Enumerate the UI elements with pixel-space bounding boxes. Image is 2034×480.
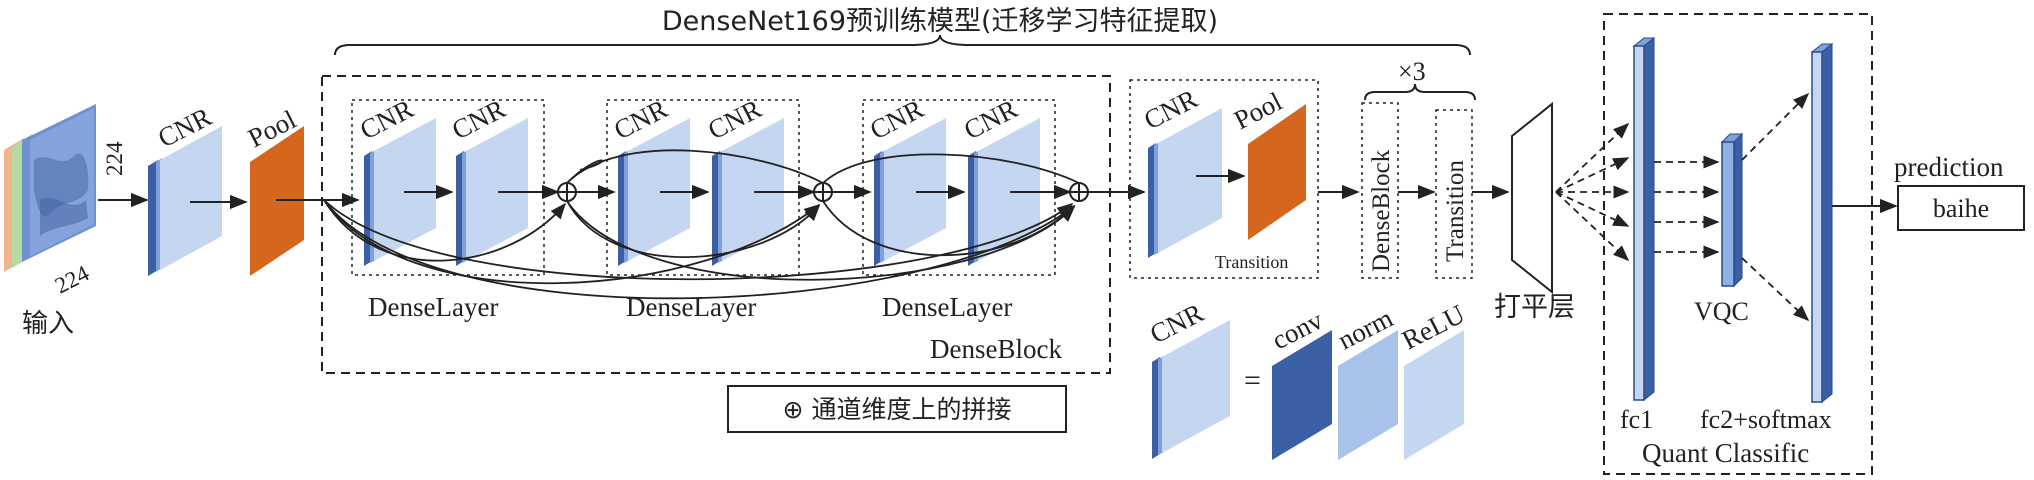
vqc-label: VQC — [1694, 297, 1749, 326]
repeat-brace — [1364, 83, 1476, 101]
concat-legend-text: ⊕ 通道维度上的拼接 — [783, 395, 1012, 424]
classifier-box — [1603, 13, 1873, 475]
input-dim-top: 224 — [102, 141, 127, 176]
legend-conv-block — [1272, 330, 1332, 460]
concat-node-1 — [557, 182, 577, 202]
dense-block-label: DenseBlock — [930, 334, 1062, 364]
dense-layer-label-1: DenseLayer — [368, 292, 498, 322]
input-image-stack — [4, 104, 96, 272]
title-brace — [334, 34, 1471, 56]
prediction-value: baihe — [1933, 194, 1989, 223]
legend-cnr-block — [1152, 320, 1230, 459]
skip-connections — [323, 149, 1080, 300]
transition-cnr-block — [1148, 108, 1222, 258]
repeat-transition-label: Transition — [1442, 160, 1469, 262]
classifier-box-label: Quant Classific — [1642, 438, 1809, 468]
layer2-cnr-b — [712, 118, 784, 266]
diagram-title: DenseNet169预训练模型(迁移学习特征提取) — [662, 6, 1218, 37]
repeat-denseblock-label: DenseBlock — [1368, 149, 1395, 272]
transition-box — [1129, 79, 1319, 279]
transition-label: Transition — [1215, 252, 1288, 272]
vqc-block — [1720, 132, 1744, 288]
legend-norm-block — [1338, 330, 1398, 460]
layer1-cnr-b — [456, 118, 528, 266]
layer2-cnr-a — [618, 118, 690, 266]
flatten-to-fc1-arrows — [1555, 122, 1630, 262]
fc2-label: fc2+softmax — [1700, 405, 1832, 434]
prediction-box — [1897, 185, 2025, 231]
transition-pool-block — [1248, 104, 1306, 240]
input-label: 输入 — [22, 309, 74, 339]
flatten-label: 打平层 — [1494, 292, 1575, 323]
dense-layer-label-2: DenseLayer — [626, 292, 756, 322]
vqc-to-fc2-arrows — [1741, 92, 1810, 322]
dense-layer-box-1 — [351, 99, 545, 276]
dense-layer-label-3: DenseLayer — [882, 292, 1012, 322]
input-dim-bottom: 224 — [51, 260, 94, 298]
concat-node-2 — [813, 182, 833, 202]
layer3-cnr-b — [968, 118, 1040, 266]
prediction-label: prediction — [1894, 152, 2004, 182]
fc1-to-vqc-arrows — [1654, 155, 1720, 259]
fc1-block — [1632, 36, 1656, 402]
concat-node-3 — [1069, 182, 1089, 202]
dense-block-box — [321, 75, 1111, 374]
fc2-block — [1810, 42, 1834, 404]
fc1-label: fc1 — [1620, 405, 1653, 434]
legend-equals: = — [1244, 364, 1261, 397]
legend-relu-block — [1404, 330, 1464, 460]
concat-legend-box — [727, 385, 1067, 433]
stem-cnr-block — [148, 126, 222, 276]
repeat-transition-box — [1435, 109, 1473, 279]
repeat-multiplier: ×3 — [1398, 57, 1426, 86]
flatten-layer-shape — [1511, 101, 1553, 295]
